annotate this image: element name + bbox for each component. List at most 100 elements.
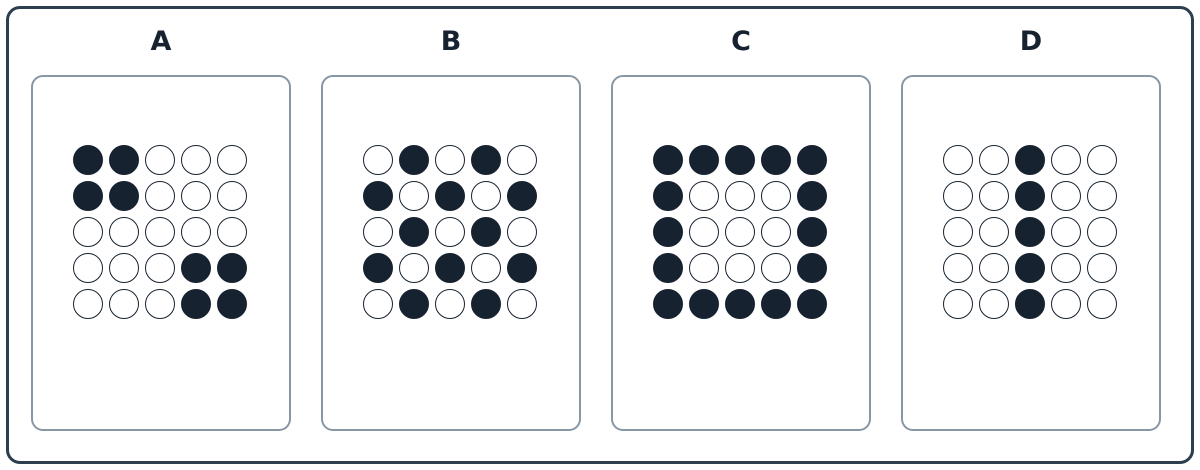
empty-dot (109, 217, 139, 247)
filled-dot (797, 145, 827, 175)
empty-dot (979, 289, 1009, 319)
option-d[interactable]: D (901, 0, 1161, 460)
filled-dot (761, 289, 791, 319)
empty-dot (689, 217, 719, 247)
empty-dot (1087, 253, 1117, 283)
empty-dot (73, 217, 103, 247)
filled-dot (399, 145, 429, 175)
empty-dot (1087, 289, 1117, 319)
empty-dot (943, 181, 973, 211)
filled-dot (399, 289, 429, 319)
filled-dot (761, 145, 791, 175)
option-card[interactable] (321, 75, 581, 431)
empty-dot (217, 145, 247, 175)
empty-dot (181, 145, 211, 175)
empty-dot (1087, 181, 1117, 211)
filled-dot (689, 289, 719, 319)
empty-dot (725, 181, 755, 211)
filled-dot (217, 289, 247, 319)
filled-dot (797, 253, 827, 283)
filled-dot (1015, 217, 1045, 247)
empty-dot (109, 289, 139, 319)
empty-dot (363, 289, 393, 319)
filled-dot (653, 181, 683, 211)
option-b[interactable]: B (321, 0, 581, 460)
filled-dot (797, 217, 827, 247)
empty-dot (761, 253, 791, 283)
filled-dot (507, 181, 537, 211)
empty-dot (145, 253, 175, 283)
filled-dot (471, 145, 501, 175)
empty-dot (363, 217, 393, 247)
empty-dot (363, 145, 393, 175)
empty-dot (689, 181, 719, 211)
filled-dot (109, 181, 139, 211)
filled-dot (471, 289, 501, 319)
empty-dot (145, 181, 175, 211)
empty-dot (507, 289, 537, 319)
filled-dot (471, 217, 501, 247)
dot-grid (653, 145, 827, 319)
option-card[interactable] (901, 75, 1161, 431)
filled-dot (73, 145, 103, 175)
option-card[interactable] (611, 75, 871, 431)
empty-dot (109, 253, 139, 283)
filled-dot (1015, 289, 1045, 319)
filled-dot (363, 253, 393, 283)
empty-dot (1051, 217, 1081, 247)
option-label: B (440, 26, 462, 57)
filled-dot (73, 181, 103, 211)
empty-dot (1051, 145, 1081, 175)
option-card[interactable] (31, 75, 291, 431)
option-label: C (731, 26, 751, 57)
empty-dot (761, 217, 791, 247)
empty-dot (435, 217, 465, 247)
empty-dot (73, 253, 103, 283)
empty-dot (943, 217, 973, 247)
empty-dot (1051, 253, 1081, 283)
empty-dot (399, 253, 429, 283)
empty-dot (725, 217, 755, 247)
empty-dot (689, 253, 719, 283)
empty-dot (943, 253, 973, 283)
empty-dot (181, 217, 211, 247)
empty-dot (217, 217, 247, 247)
empty-dot (1087, 145, 1117, 175)
empty-dot (145, 145, 175, 175)
filled-dot (653, 145, 683, 175)
empty-dot (181, 181, 211, 211)
empty-dot (943, 145, 973, 175)
filled-dot (217, 253, 247, 283)
filled-dot (181, 253, 211, 283)
empty-dot (73, 289, 103, 319)
option-c[interactable]: C (611, 0, 871, 460)
empty-dot (145, 289, 175, 319)
filled-dot (797, 181, 827, 211)
empty-dot (399, 181, 429, 211)
empty-dot (1051, 181, 1081, 211)
filled-dot (507, 253, 537, 283)
empty-dot (507, 217, 537, 247)
empty-dot (943, 289, 973, 319)
filled-dot (653, 253, 683, 283)
empty-dot (725, 253, 755, 283)
empty-dot (507, 145, 537, 175)
dot-grid (943, 145, 1117, 319)
filled-dot (725, 289, 755, 319)
filled-dot (435, 181, 465, 211)
empty-dot (761, 181, 791, 211)
empty-dot (145, 217, 175, 247)
empty-dot (471, 181, 501, 211)
filled-dot (399, 217, 429, 247)
empty-dot (435, 145, 465, 175)
filled-dot (653, 289, 683, 319)
empty-dot (979, 253, 1009, 283)
empty-dot (217, 181, 247, 211)
option-a[interactable]: A (31, 0, 291, 460)
filled-dot (435, 253, 465, 283)
empty-dot (979, 217, 1009, 247)
dot-grid (73, 145, 247, 319)
empty-dot (1051, 289, 1081, 319)
filled-dot (1015, 145, 1045, 175)
filled-dot (797, 289, 827, 319)
